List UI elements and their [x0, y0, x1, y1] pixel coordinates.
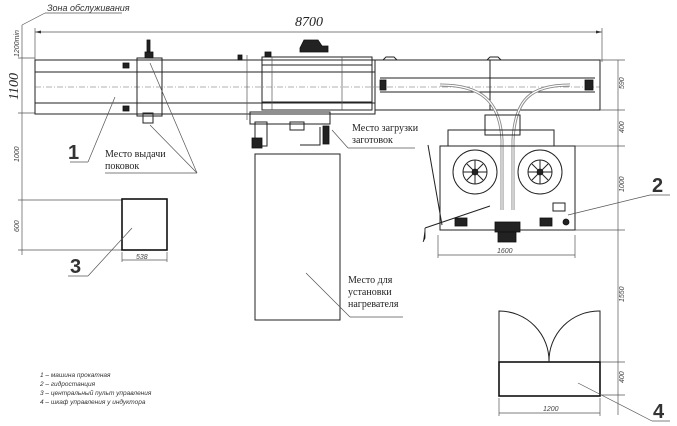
dimension-hydro-width: 1600	[437, 235, 576, 258]
inductor-cabinet: 1200	[498, 310, 601, 416]
dimension-label-overall: 8700	[295, 15, 323, 30]
output-place-line1: Место выдачи	[105, 149, 166, 160]
legend-item-3: 3 – центральный пульт управления	[40, 389, 152, 397]
rolling-machine	[34, 39, 600, 149]
callout-heater-place: Место для установки нагревателя	[305, 272, 403, 318]
dimension-label-cabinet-depth: 400	[619, 371, 626, 383]
loading-place-line2: заготовок	[352, 135, 393, 146]
legend-item-4: 4 – шкаф управления у индуктора	[40, 398, 146, 406]
dimension-label-gap-console: 1000	[14, 146, 21, 162]
callout-2: 2	[567, 175, 670, 216]
service-zone-label: Зона обслуживания	[47, 3, 130, 13]
dimension-label-console-width: 538	[136, 254, 148, 261]
dimension-label-machine-width: 1100	[7, 73, 22, 100]
item-number-3: 3	[70, 256, 81, 278]
dimension-label-hydro-top: 590	[619, 77, 626, 89]
output-place-line2: поковок	[105, 161, 139, 172]
dimension-label-console-height: 600	[14, 220, 21, 232]
dimension-label-hydro-body: 1000	[619, 176, 626, 192]
dimension-label-to-cabinet: 1550	[619, 286, 626, 302]
callout-4: 4	[577, 382, 670, 423]
dimension-label-hydro-width: 1600	[497, 248, 513, 255]
callout-1: 1	[68, 96, 116, 164]
callout-loading-place: Место загрузки заготовок	[331, 123, 419, 149]
dimension-overall-width: 8700	[34, 15, 603, 70]
dimension-label-service-gap: 1200min	[14, 30, 21, 57]
loading-place-line1: Место загрузки	[352, 123, 419, 134]
legend-item-2: 2 – гидростанция	[39, 380, 96, 388]
legend: 1 – машина прокатная 2 – гидростанция 3 …	[39, 372, 152, 406]
item-number-2: 2	[652, 175, 663, 197]
callout-3: 3	[68, 227, 133, 278]
heater-place-line1: Место для	[348, 275, 393, 286]
dimension-label-hydro-gap: 400	[619, 121, 626, 133]
legend-item-1: 1 – машина прокатная	[40, 372, 111, 379]
item-number-1: 1	[68, 142, 79, 164]
dimension-right-stack: 590 400 1000 1550 400	[575, 59, 626, 415]
heater-place-line2: установки	[348, 287, 392, 298]
heater-area	[254, 153, 341, 321]
hydraulic-station	[422, 114, 576, 243]
dimension-left-stack: 1200min 1100 1000 600	[7, 25, 122, 255]
heater-place-line3: нагревателя	[348, 299, 399, 310]
dimension-label-cabinet-width: 1200	[543, 406, 559, 413]
service-zone-callout: Зона обслуживания	[21, 3, 130, 26]
item-number-4: 4	[653, 401, 665, 423]
hydraulic-boom	[374, 56, 601, 210]
central-console: 538	[121, 198, 168, 262]
callout-output-place: Место выдачи поковок	[105, 62, 198, 174]
